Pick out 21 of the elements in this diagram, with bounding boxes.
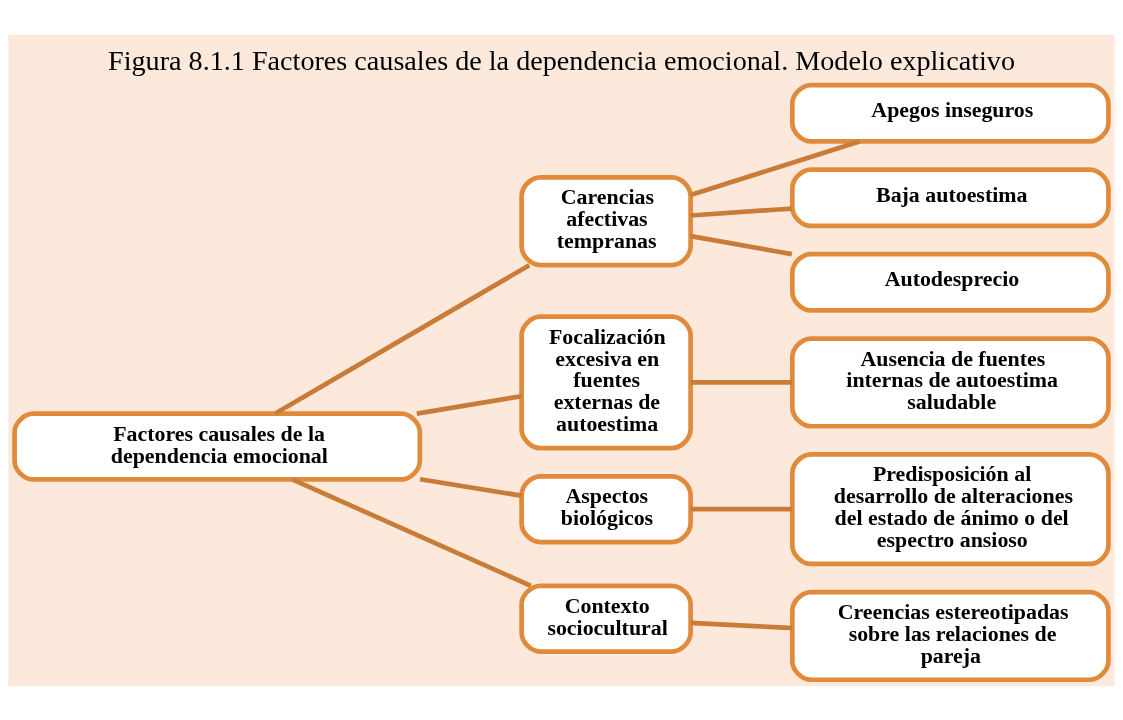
connector (419, 476, 522, 498)
node-box: Contexto sociocultural (519, 583, 693, 654)
node-box: Autodesprecio (789, 251, 1111, 313)
connector (690, 205, 793, 218)
connector (690, 620, 793, 630)
node-box: Creencias estereotipadas sobre las relaciones de pareja (789, 589, 1111, 682)
node-box: Factores causales de la dependencia emocional (12, 410, 423, 482)
connector (690, 379, 792, 385)
connector (416, 393, 522, 416)
connector (274, 262, 531, 416)
node-box: Focalización excesiva en fuentes externas de autoestima (519, 313, 693, 450)
node-box: Ausencia de fuentes internas de autoestima saludable (789, 335, 1111, 429)
node-box: Predisposición al desarrollo de alteraciones del estado de ánimo o del espectro ansioso (789, 451, 1111, 566)
diagram-title: Figura 8.1.1 Factores causales de la dependencia emocional. Modelo explicativo (108, 44, 1015, 76)
connector (690, 506, 792, 511)
node-box: Aspectos biológicos (519, 473, 693, 544)
connector (690, 233, 793, 256)
connector (291, 476, 532, 588)
node-box: Apegos inseguros (789, 82, 1111, 144)
node-box: Baja autoestima (789, 166, 1111, 228)
node-box: Carencias afectivas tempranas (519, 174, 693, 267)
